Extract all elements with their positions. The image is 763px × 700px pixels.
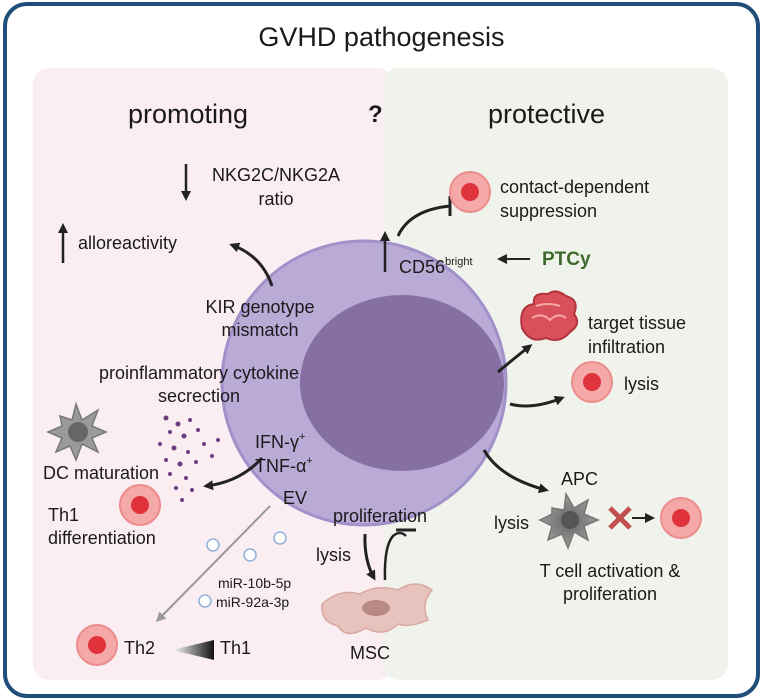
nkg2c-ratio-label-line1: NKG2C/NKG2A [211,165,341,185]
figure-title: GVHD pathogenesis [258,22,505,52]
cytokine-arrow [203,456,264,491]
cytokine-label-line1: proinflammatory cytokine [98,363,300,383]
alloreactivity-label: alloreactivity [78,233,178,253]
lysis-label: lysis [624,374,659,394]
nkg2c-ratio-label-line2: ratio [258,189,294,209]
kir-label-line1: KIR genotype [205,297,315,317]
target-cell-suppression-icon [449,171,491,213]
target-cell-th2-icon [76,624,118,666]
cytokine-dots [158,415,220,502]
ptcy-label: PTCy [542,249,591,270]
dendritic-cell-icon [46,401,108,463]
dc-maturation-label: DC maturation [43,463,160,483]
tissue-label-line2: infiltration [588,337,666,357]
target-cell-tcell-icon [660,497,702,539]
suppression-label-line1: contact-dependent [500,177,650,197]
target-cell-lysis-icon [571,361,613,403]
apc-cell-icon [538,491,600,551]
cd56-label: CD56bright [399,256,473,277]
ev-arrow [155,505,271,623]
tcell-label-line1: T cell activation & [539,561,681,581]
lysis-msc-label: lysis [316,545,351,565]
ev-label: EV [283,488,308,508]
th1-diff-label-line1: Th1 [48,505,80,525]
lysis-arrow [509,395,565,408]
th2-th1-gradient-wedge [172,640,214,660]
ev-vesicles [198,531,287,608]
protective-panel [383,68,728,680]
promoting-panel [33,68,393,680]
nk-cell-nucleus [300,295,504,471]
lysis-msc-arrow [363,533,376,581]
th1-diff-label-line2: differentiation [48,528,156,548]
promoting-heading: promoting [128,99,249,129]
th1-label: Th1 [220,638,252,658]
proliferation-label: proliferation [333,506,428,526]
msc-label: MSC [350,643,390,663]
suppression-label-line2: suppression [500,201,598,221]
msc-cell-icon [321,583,434,635]
tissue-arrow [497,344,533,374]
msc-inhibit-arrow [383,531,407,581]
kir-to-alloreactivity-arrow [229,242,274,287]
unknown-mark: ? [368,101,383,128]
tnf-label: TNF-α+ [255,455,313,476]
cytokine-label-line2: secrection [157,386,241,406]
apc-arrow [482,449,549,494]
protective-heading: protective [488,99,606,129]
th2-label: Th2 [124,638,156,658]
mir-92a-label: miR-92a-3p [216,594,290,610]
lysis-apc-label: lysis [494,513,529,533]
block-x-icon [608,506,632,530]
cd56-inhibit-arrow [396,204,451,237]
tissue-label-line1: target tissue [588,313,687,333]
intestine-icon [520,290,579,341]
ifn-label: IFN-γ+ [255,431,306,452]
mir-10b-label: miR-10b-5p [218,575,292,591]
apc-label: APC [561,469,599,489]
tcell-label-line2: proliferation [562,584,658,604]
target-cell-th1-icon [119,484,161,526]
kir-label-line2: mismatch [221,320,299,340]
